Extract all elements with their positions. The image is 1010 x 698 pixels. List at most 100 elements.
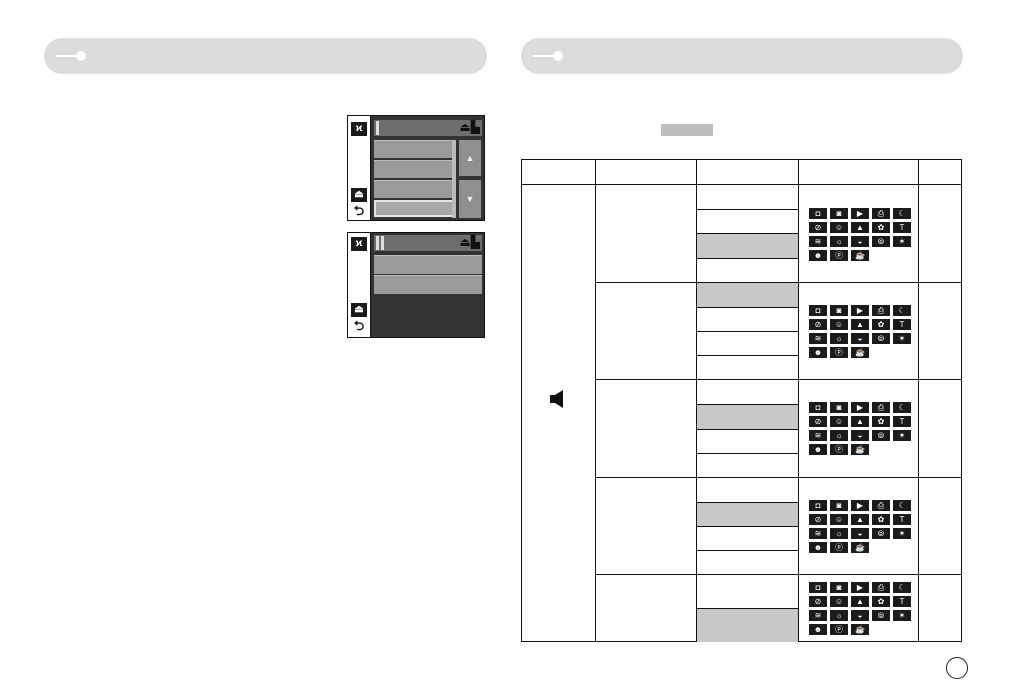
back-arrow-icon[interactable]: ⮌ [353,203,365,218]
text-icon: T [893,319,911,330]
group-divider [595,379,961,380]
menu-option-2[interactable] [374,275,482,294]
print-icon: ⎙ [872,305,890,316]
group-divider [595,282,961,283]
landscape-icon: ▲ [851,319,869,330]
column-divider [595,160,596,641]
print-icon: ⎙ [872,500,890,511]
movie-icon: ▶ [851,582,869,593]
flower-icon: ✿ [872,596,890,607]
close-up-icon: ⓟ [830,444,848,455]
camera-plus-icon: ◙ [830,582,848,593]
camera-plus-icon: ◙ [830,402,848,413]
camera-plus-icon: ◙ [830,500,848,511]
camera-screen-1: ϰ ⏏ ⮌ ⏏▙ ▲ ▼ [347,115,485,221]
fireworks-icon: ✶ [893,236,911,247]
print-icon: ⎙ [872,582,890,593]
self-portrait-icon: ☻ [809,444,827,455]
sunset-icon: ☼ [830,333,848,344]
option-divider [696,331,798,332]
flower-icon: ✿ [872,416,890,427]
dawn-icon: ◒ [851,333,869,344]
self-portrait-icon: ☻ [809,624,827,635]
portrait-icon: ☺ [830,514,848,525]
option-divider [696,355,798,356]
scene-icon-grid: ◘◙▶⎙☾⊘☺▲✿T≋☼◒⦾✶☻ⓟ☕ [809,500,911,553]
landscape-icon: ▲ [851,596,869,607]
option-divider [696,502,798,503]
fireworks-icon: ✶ [893,610,911,621]
menu-tick [376,121,379,135]
camera-plus-icon: ◙ [830,305,848,316]
group-divider [595,574,961,575]
flower-icon: ✿ [872,319,890,330]
sunset-icon: ☼ [830,528,848,539]
movie-icon: ▶ [851,500,869,511]
scroll-up-button[interactable]: ▲ [459,140,481,176]
screen-side-rail: ϰ ⏏ ⮌ [348,116,371,220]
back-arrow-icon[interactable]: ⮌ [353,318,365,333]
macro-icon: ⊘ [809,319,827,330]
beach-icon: ≋ [809,430,827,441]
scroll-down-button[interactable]: ▼ [459,180,481,218]
camera-plus-icon: ◙ [830,208,848,219]
option-divider [696,404,798,405]
option-divider [696,233,798,234]
cafe-icon: ☕ [851,444,869,455]
camera-mode-icon: ϰ [351,237,367,251]
protect-lock-icon: ⏏▙ [459,235,480,249]
scene-icon-grid: ◘◙▶⎙☾⊘☺▲✿T≋☼◒⦾✶☻ⓟ☕ [809,582,911,635]
protect-lock-icon: ⏏▙ [459,120,480,134]
column-divider [918,160,919,641]
scene-icon-grid: ◘◙▶⎙☾⊘☺▲✿T≋☼◒⦾✶☻ⓟ☕ [809,208,911,261]
landscape-icon: ▲ [851,416,869,427]
night-icon: ☾ [893,582,911,593]
scroll-track[interactable] [452,140,456,218]
option-divider [696,307,798,308]
cafe-icon: ☕ [851,624,869,635]
cafe-icon: ☕ [851,250,869,261]
portrait-icon: ☺ [830,596,848,607]
left-header-bar [44,38,487,74]
beach-icon: ≋ [809,333,827,344]
group-divider [595,477,961,478]
selected-option-cell [697,405,798,429]
beach-icon: ≋ [809,236,827,247]
column-divider [696,160,697,641]
menu-option-1[interactable] [374,255,482,274]
menu-option-1[interactable] [374,140,454,158]
movie-icon: ▶ [851,208,869,219]
selected-option-cell [697,283,798,307]
right-header-bar [521,38,963,74]
selected-option-cell [697,503,798,527]
scene-icon-grid: ◘◙▶⎙☾⊘☺▲✿T≋☼◒⦾✶☻ⓟ☕ [809,305,911,358]
scene-icon-grid: ◘◙▶⎙☾⊘☺▲✿T≋☼◒⦾✶☻ⓟ☕ [809,402,911,455]
camera-icon: ◘ [809,582,827,593]
protect-lock-icon: ⏏ [351,303,367,317]
portrait-icon: ☺ [830,319,848,330]
night-icon: ☾ [893,402,911,413]
backlight-icon: ⦾ [872,236,890,247]
flower-icon: ✿ [872,222,890,233]
macro-icon: ⊘ [809,222,827,233]
text-icon: T [893,416,911,427]
menu-option-2[interactable] [374,160,454,178]
macro-icon: ⊘ [809,596,827,607]
menu-option-4-selected[interactable] [374,200,454,217]
night-icon: ☾ [893,208,911,219]
self-portrait-icon: ☻ [809,542,827,553]
print-icon: ⎙ [872,402,890,413]
close-up-icon: ⓟ [830,624,848,635]
sunset-icon: ☼ [830,430,848,441]
macro-icon: ⊘ [809,514,827,525]
option-divider [696,258,798,259]
camera-icon: ◘ [809,402,827,413]
camera-icon: ◘ [809,305,827,316]
menu-option-3[interactable] [374,180,454,198]
page-number-badge [946,657,968,679]
fireworks-icon: ✶ [893,333,911,344]
header-dot [76,51,86,61]
movie-icon: ▶ [851,305,869,316]
column-divider [798,160,799,641]
option-divider [696,526,798,527]
